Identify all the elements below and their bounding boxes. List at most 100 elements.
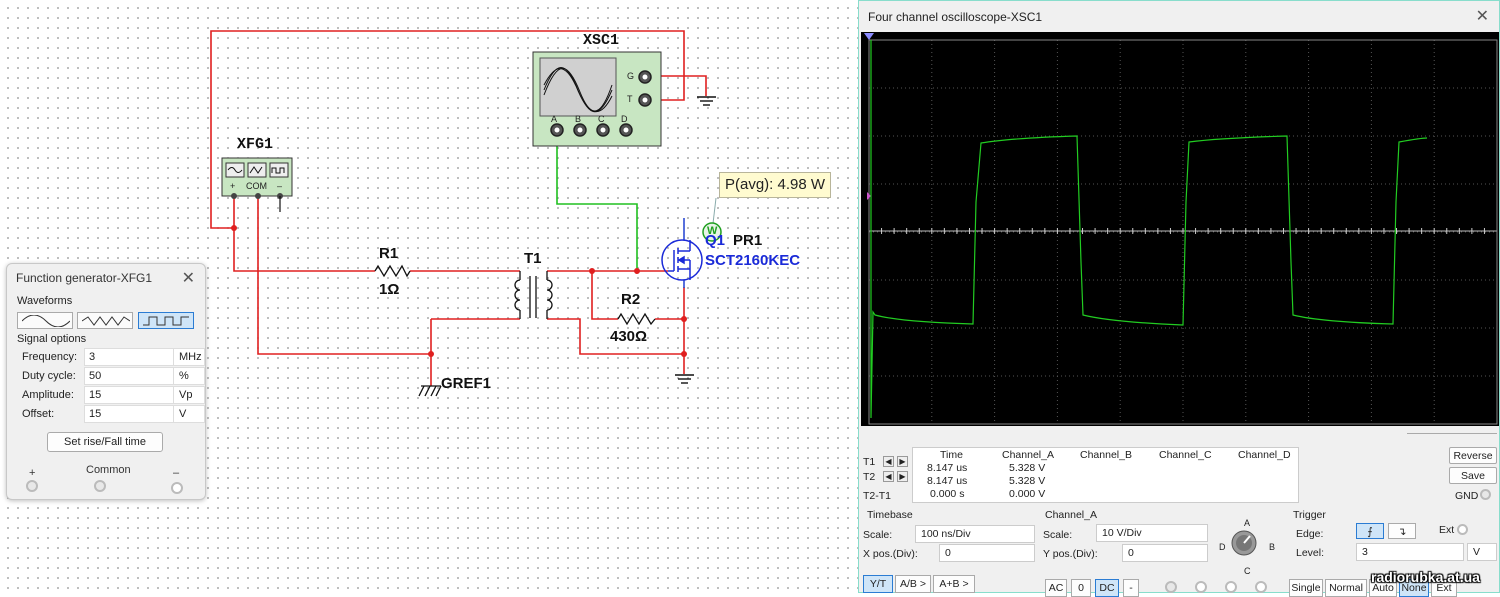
- wattmeter-probe-icon[interactable]: [702, 222, 722, 242]
- r2-resistor[interactable]: [617, 312, 656, 326]
- ch-ypos-label: Y pos.(Div):: [1043, 548, 1098, 560]
- falling-edge-button[interactable]: ↴: [1388, 523, 1416, 539]
- apb-button[interactable]: A+B >: [933, 575, 975, 593]
- scope-icon: [543, 67, 613, 113]
- triangle-icon: [82, 316, 130, 326]
- yt-button[interactable]: Y/T: [863, 575, 893, 593]
- ext-terminal[interactable]: [1457, 524, 1468, 535]
- save-button[interactable]: Save: [1449, 467, 1497, 484]
- sine-wave-button[interactable]: [17, 312, 73, 329]
- channel-radio-a[interactable]: [1165, 581, 1177, 593]
- ac-coupling-button[interactable]: AC: [1045, 579, 1067, 597]
- single-button[interactable]: Single: [1289, 579, 1323, 597]
- t1-label: T1: [524, 250, 542, 267]
- dt-time: 0.000 s: [930, 488, 965, 500]
- junctions: [231, 225, 687, 357]
- level-input[interactable]: 3: [1356, 543, 1464, 561]
- t1-left-arrow[interactable]: ◀: [883, 456, 894, 467]
- probe-wire-a: [556, 146, 638, 271]
- duty-cycle-row: Duty cycle: 50 %: [17, 367, 205, 385]
- waveforms-label: Waveforms: [17, 295, 73, 307]
- ab-button[interactable]: A/B >: [895, 575, 931, 593]
- timebase-label: Timebase: [867, 509, 913, 521]
- channel-radio-b[interactable]: [1195, 581, 1207, 593]
- schematic-canvas[interactable]: [0, 0, 860, 593]
- amplitude-input[interactable]: 15: [84, 386, 174, 404]
- xfg1-term-minus: –: [277, 181, 283, 191]
- offset-input[interactable]: 15: [84, 405, 174, 423]
- r2-value: 430Ω: [610, 328, 648, 345]
- frequency-input[interactable]: 3: [84, 348, 174, 366]
- xsc1-term-c: C: [598, 114, 605, 124]
- frequency-unit[interactable]: MHz: [173, 348, 205, 366]
- square-wave-button[interactable]: [138, 312, 194, 329]
- close-icon[interactable]: ✕: [1475, 8, 1489, 25]
- channel-radio-d[interactable]: [1255, 581, 1267, 593]
- gref-label: GREF1: [441, 375, 492, 392]
- scope-screen[interactable]: [861, 32, 1499, 426]
- set-rise-fall-button[interactable]: Set rise/Fall time: [47, 432, 163, 452]
- frequency-row: Frequency: 3 MHz: [17, 348, 205, 366]
- channel-marker-icon: [867, 192, 871, 200]
- duty-cycle-unit[interactable]: %: [173, 367, 205, 385]
- triangle-wave-button[interactable]: [77, 312, 133, 329]
- gnd-terminal[interactable]: [1480, 489, 1491, 500]
- knob-d-label: D: [1219, 542, 1226, 552]
- q1-mosfet[interactable]: [661, 239, 703, 281]
- q1-part-label: SCT2160KEC: [705, 252, 801, 269]
- cursor-readout: Time Channel_A Channel_B Channel_C Chann…: [912, 447, 1299, 503]
- frequency-label: Frequency:: [22, 351, 78, 363]
- knob-a-label: A: [1244, 518, 1251, 528]
- tb-xpos-input[interactable]: 0: [939, 544, 1035, 562]
- channel-knob-icon[interactable]: [1229, 528, 1259, 558]
- xsc1-term-d: D: [621, 114, 628, 124]
- t2-right-arrow[interactable]: ▶: [897, 471, 908, 482]
- t2-label: T2: [863, 471, 876, 483]
- tb-scale-input[interactable]: 100 ns/Div: [915, 525, 1035, 543]
- duty-cycle-input[interactable]: 50: [84, 367, 174, 385]
- terminal-minus[interactable]: [171, 482, 183, 494]
- close-icon[interactable]: ✕: [181, 270, 195, 287]
- xsc1-term-a: A: [551, 114, 558, 124]
- t2-cha: 5.328 V: [1009, 475, 1046, 487]
- ch-scale-label: Scale:: [1043, 529, 1073, 541]
- channel-label: Channel_A: [1045, 509, 1097, 521]
- amplitude-unit[interactable]: Vp: [173, 386, 205, 404]
- t1-transformer[interactable]: [514, 271, 553, 319]
- term-minus-label: –: [173, 467, 180, 479]
- rising-edge-button[interactable]: ⨍: [1356, 523, 1384, 539]
- t2-time: 8.147 us: [927, 475, 968, 487]
- t1-label: T1: [863, 456, 876, 468]
- normal-button[interactable]: Normal: [1325, 579, 1367, 597]
- xfg1-instrument[interactable]: [221, 157, 293, 212]
- hdr-chc: Channel_C: [1159, 449, 1212, 461]
- zero-coupling-button[interactable]: 0: [1071, 579, 1091, 597]
- t1-cha: 5.328 V: [1009, 462, 1046, 474]
- channel-radio-c[interactable]: [1225, 581, 1237, 593]
- xsc1-label: XSC1: [583, 32, 620, 49]
- wattmeter-glyph: W: [707, 225, 718, 237]
- minus-coupling-button[interactable]: -: [1123, 579, 1139, 597]
- trigger-marker-icon: [864, 33, 874, 40]
- gref-ground-icon: [418, 385, 442, 397]
- terminal-plus[interactable]: [26, 480, 38, 492]
- terminal-common[interactable]: [94, 480, 106, 492]
- xfg1-label: XFG1: [237, 136, 274, 153]
- t1-right-arrow[interactable]: ▶: [897, 456, 908, 467]
- offset-row: Offset: 15 V: [17, 405, 205, 423]
- xsc1-instrument[interactable]: [532, 51, 662, 147]
- amplitude-row: Amplitude: 15 Vp: [17, 386, 205, 404]
- xfg1-term-plus: +: [230, 181, 236, 191]
- reverse-button[interactable]: Reverse: [1449, 447, 1497, 464]
- level-unit[interactable]: V: [1467, 543, 1497, 561]
- ch-ypos-input[interactable]: 0: [1122, 544, 1208, 562]
- offset-unit[interactable]: V: [173, 405, 205, 423]
- ch-scale-input[interactable]: 10 V/Div: [1096, 524, 1208, 542]
- term-plus-label: +: [29, 467, 36, 479]
- oscilloscope-window: Four channel oscilloscope-XSC1 ✕ T1 ◀ ▶ …: [858, 0, 1500, 597]
- dc-coupling-button[interactable]: DC: [1095, 579, 1119, 597]
- t2-left-arrow[interactable]: ◀: [883, 471, 894, 482]
- duty-cycle-label: Duty cycle:: [22, 370, 76, 382]
- r1-resistor[interactable]: [374, 264, 411, 278]
- t1-time: 8.147 us: [927, 462, 968, 474]
